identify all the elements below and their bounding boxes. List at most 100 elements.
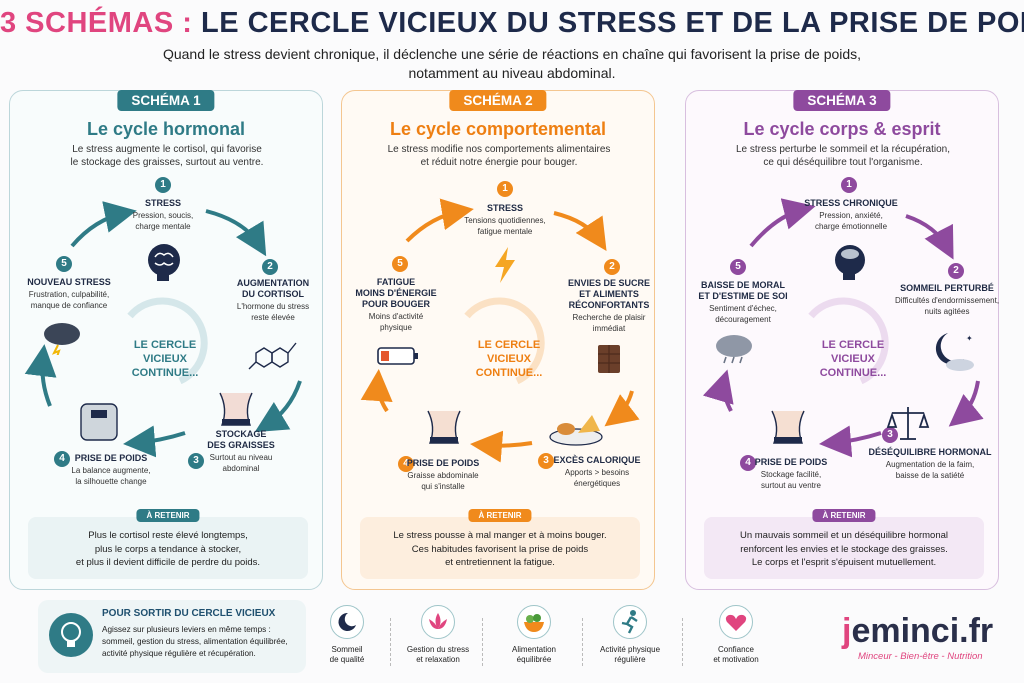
- storm-cloud-icon: [44, 323, 80, 355]
- running-icon: [613, 605, 647, 639]
- moon-icon: [330, 605, 364, 639]
- retain-badge: À RETENIR: [136, 509, 200, 522]
- retain-text: Un mauvais sommeil et un déséquilibre ho…: [739, 530, 949, 568]
- step-number: 1: [497, 181, 513, 197]
- step-number: 4: [740, 455, 756, 471]
- retain-box: À RETENIR Plus le cortisol reste élevé l…: [28, 509, 308, 579]
- divider: [682, 618, 683, 666]
- retain-text: Le stress pousse à mal manger et à moins…: [393, 530, 607, 568]
- schema-3-panel: SCHÉMA 3 Le cycle corps & esprit Le stre…: [685, 90, 999, 590]
- divider: [482, 618, 483, 666]
- brand-logo: jeminci.fr: [842, 612, 994, 650]
- lightbulb-icon: [49, 613, 93, 657]
- step-number: 2: [262, 259, 278, 275]
- panel-title: Le cycle corps & esprit: [743, 119, 941, 139]
- step-number: 3: [188, 453, 204, 469]
- step-number: 5: [56, 256, 72, 272]
- balance-scale-icon: [886, 407, 930, 440]
- step-number: 2: [604, 259, 620, 275]
- step-number: 4: [398, 456, 414, 472]
- step-number: 1: [841, 177, 857, 193]
- sad-cloud-icon: [716, 335, 752, 364]
- panel-description: Le stress perturbe le sommeil et la récu…: [736, 144, 950, 168]
- panel-description: Le stress augmente le cortisol, qui favo…: [70, 144, 264, 168]
- schema-badge: SCHÉMA 2: [449, 90, 547, 111]
- panel-title: Le cycle comportemental: [389, 119, 607, 139]
- retain-box: À RETENIR Un mauvais sommeil et un déséq…: [704, 509, 984, 579]
- schema-badge: SCHÉMA 1: [117, 90, 215, 111]
- exit-tips-box: POUR SORTIR DU CERCLE VICIEUX Agissez su…: [38, 600, 306, 673]
- cycle-arrows: [702, 198, 984, 458]
- schema-badge: SCHÉMA 3: [793, 90, 891, 111]
- low-battery-icon: [377, 347, 418, 365]
- title-part1: 3 SCHÉMAS :: [0, 7, 193, 39]
- lightning-icon: [495, 247, 515, 283]
- retain-badge: À RETENIR: [468, 509, 532, 522]
- step-number: 1: [155, 177, 171, 193]
- retain-box: À RETENIR Le stress pousse à mal manger …: [360, 509, 640, 579]
- title-part2: LE CERCLE VICIEUX DU STRESS ET DE LA PRI…: [200, 7, 1024, 39]
- moon-night-icon: ✦: [935, 333, 974, 371]
- exit-description: Agissez sur plusieurs leviers en même te…: [102, 625, 288, 658]
- molecule-icon: [248, 342, 297, 370]
- retain-badge: À RETENIR: [812, 509, 876, 522]
- waist-icon: [427, 410, 461, 444]
- heart-icon: [719, 605, 753, 639]
- step-number: 4: [54, 451, 70, 467]
- step-number: 2: [948, 263, 964, 279]
- step-number: 3: [882, 427, 898, 443]
- schema-2-panel: SCHÉMA 2 Le cycle comportemental Le stre…: [341, 90, 655, 590]
- cycle-arrows: [360, 198, 640, 463]
- brand-tagline: Minceur - Bien-être - Nutrition: [858, 651, 983, 662]
- page-subtitle: Quand le stress devient chronique, il dé…: [80, 45, 944, 83]
- divider: [582, 618, 583, 666]
- brain-head-icon: [148, 244, 180, 281]
- step-number: 5: [392, 256, 408, 272]
- waist-icon: [771, 410, 805, 444]
- step-number: 5: [730, 259, 746, 275]
- schema-1-panel: SCHÉMA 1 Le cycle hormonal Le stress aug…: [9, 90, 323, 590]
- anxious-head-icon: [835, 245, 865, 280]
- panel-title: Le cycle hormonal: [86, 119, 246, 139]
- step-number: 3: [538, 453, 554, 469]
- cycle-arrows: [24, 201, 302, 458]
- panel-description: Le stress modifie nos comportements alim…: [387, 144, 611, 168]
- subtitle-line1: Quand le stress devient chronique, il dé…: [162, 46, 862, 62]
- scale-icon: [80, 403, 118, 441]
- waist-icon: [219, 392, 253, 426]
- retain-text: Plus le cortisol reste élevé longtemps,p…: [75, 530, 261, 568]
- salad-bowl-icon: [517, 605, 551, 639]
- lotus-icon: [421, 605, 455, 639]
- exit-title: POUR SORTIR DU CERCLE VICIEUX: [102, 608, 276, 619]
- divider: [390, 618, 391, 666]
- junk-food-plate-icon: [549, 415, 603, 446]
- page-title: 3 SCHÉMAS : LE CERCLE VICIEUX DU STRESS …: [0, 7, 1024, 40]
- chocolate-icon: [598, 345, 620, 373]
